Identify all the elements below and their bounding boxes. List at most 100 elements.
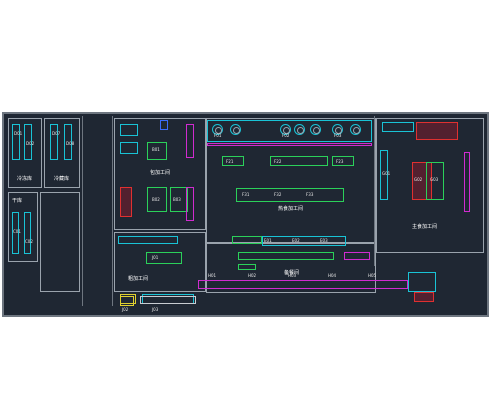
wok-burner-3 bbox=[280, 124, 291, 135]
pastry-bench-2 bbox=[147, 187, 167, 212]
main-prep-room bbox=[376, 118, 484, 253]
main-wall-shelf bbox=[464, 152, 470, 212]
serving-bench-4 bbox=[238, 264, 256, 270]
outer-wall-left bbox=[2, 112, 4, 317]
tag-hot-bench: F33 bbox=[306, 192, 314, 197]
label-cold-storage: 冷冻库 bbox=[17, 176, 33, 182]
pastry-rack bbox=[186, 124, 194, 158]
pastry-room bbox=[114, 118, 206, 230]
pastry-oven bbox=[120, 187, 132, 217]
pastry-table-2 bbox=[120, 142, 138, 154]
tag-bottom: H02 bbox=[248, 273, 257, 278]
hot-bench-1 bbox=[222, 156, 244, 166]
label-veg-prep: 粗加工间 bbox=[128, 276, 149, 282]
serving-bench-2 bbox=[238, 252, 334, 260]
hot-kitchen-room bbox=[206, 118, 376, 243]
main-side-rack bbox=[380, 150, 388, 200]
cold-rack-2 bbox=[24, 124, 32, 160]
tag-serving: E01 bbox=[264, 238, 272, 243]
cold-storage-room bbox=[8, 118, 42, 188]
floor-plan-canvas: D01 D02 D07 D08 C01 C02 冷冻库 冷藏库 干库 包加工间 … bbox=[2, 112, 489, 317]
tag-hot-mid: F21 bbox=[226, 159, 234, 164]
label-main-prep: 主食加工间 bbox=[412, 224, 438, 230]
tag-pastry: B03 bbox=[173, 197, 181, 202]
wall-segment bbox=[112, 116, 113, 306]
fryer-stack bbox=[412, 162, 432, 200]
wok-burner-7 bbox=[350, 124, 361, 135]
serving-counter bbox=[262, 236, 346, 246]
tag-pastry: B01 bbox=[152, 147, 160, 152]
outer-wall-top bbox=[2, 112, 489, 114]
dry-rack-1 bbox=[12, 212, 19, 254]
cold-rack-1 bbox=[12, 124, 20, 160]
label-hot-kitchen: 热食加工间 bbox=[278, 206, 304, 212]
tag-bottom: H05 bbox=[368, 273, 377, 278]
wok-burner-4 bbox=[294, 124, 305, 135]
tag-hot-top: F03 bbox=[334, 133, 342, 138]
tag-cold-left: D02 bbox=[26, 141, 35, 146]
outer-wall-bottom bbox=[2, 315, 489, 317]
tag-main-side: G03 bbox=[430, 177, 439, 182]
tag-cold-left: D01 bbox=[14, 131, 23, 136]
tag-cold-right: D07 bbox=[52, 131, 61, 136]
wok-burner-5 bbox=[310, 124, 321, 135]
tag-serving: E02 bbox=[292, 238, 300, 243]
bottom-counter-row-2 bbox=[408, 272, 436, 292]
pastry-sink bbox=[160, 120, 168, 130]
pastry-bench-1 bbox=[147, 142, 167, 160]
dry-store-room bbox=[8, 192, 38, 262]
label-dry-store: 干库 bbox=[12, 198, 23, 204]
tag-veg: J02 bbox=[122, 307, 129, 312]
steamer-bank bbox=[416, 122, 458, 140]
tag-main-side: G01 bbox=[382, 171, 391, 176]
serving-room bbox=[206, 243, 376, 293]
tag-bottom: H04 bbox=[328, 273, 337, 278]
tag-dry: C02 bbox=[25, 239, 33, 244]
chill-rack-1 bbox=[50, 124, 58, 160]
pastry-bench-3 bbox=[170, 187, 188, 212]
label-chill-storage: 冷藏库 bbox=[54, 176, 70, 182]
pastry-table-1 bbox=[120, 124, 138, 136]
pastry-rack-2 bbox=[186, 187, 194, 221]
tag-hot-bench: F31 bbox=[242, 192, 250, 197]
bottom-counter-row bbox=[198, 280, 408, 289]
entry-equipment bbox=[120, 296, 134, 306]
left-corridor bbox=[40, 192, 80, 292]
hot-bench-2 bbox=[270, 156, 328, 166]
wall-segment bbox=[374, 116, 375, 266]
serving-bench-1 bbox=[232, 236, 262, 244]
tag-cold-right: D08 bbox=[66, 141, 75, 146]
wall-segment bbox=[82, 116, 83, 306]
wok-burner-6 bbox=[332, 124, 343, 135]
serving-bench-3 bbox=[344, 252, 370, 260]
tag-pastry: B02 bbox=[152, 197, 160, 202]
veg-prep-room bbox=[114, 232, 206, 292]
outer-wall-right bbox=[487, 112, 489, 317]
tag-serving: E03 bbox=[320, 238, 328, 243]
veg-sink-row bbox=[118, 236, 178, 244]
hot-island bbox=[236, 188, 344, 202]
tag-main-side: G02 bbox=[414, 177, 423, 182]
tag-veg: J03 bbox=[152, 307, 159, 312]
exhaust-hood bbox=[207, 143, 372, 146]
entry-counter bbox=[140, 296, 196, 304]
dough-bench bbox=[426, 162, 444, 200]
tag-veg: J01 bbox=[152, 255, 159, 260]
main-counter-top bbox=[382, 122, 414, 132]
chill-storage-room bbox=[44, 118, 80, 188]
chill-rack-2 bbox=[64, 124, 72, 160]
burner-line bbox=[207, 120, 372, 142]
wok-burner-2 bbox=[230, 124, 241, 135]
veg-bench-1 bbox=[146, 252, 182, 264]
tag-dry: C01 bbox=[13, 229, 21, 234]
dry-rack-2 bbox=[24, 212, 31, 254]
tag-bottom: H01 bbox=[208, 273, 217, 278]
tag-hot-top: F01 bbox=[214, 133, 222, 138]
bottom-right-unit bbox=[414, 292, 434, 302]
tag-hot-top: F02 bbox=[282, 133, 290, 138]
tag-hot-mid: F23 bbox=[336, 159, 344, 164]
label-pastry-room: 包加工间 bbox=[150, 170, 171, 176]
tag-hot-bench: F32 bbox=[274, 192, 282, 197]
label-serving: 备餐间 bbox=[284, 270, 300, 276]
tag-hot-mid: F22 bbox=[274, 159, 282, 164]
